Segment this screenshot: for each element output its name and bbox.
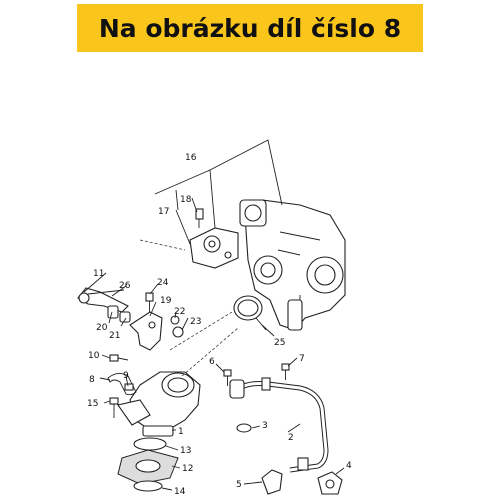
callout-10: 10 — [88, 351, 100, 361]
bracket-19 — [129, 311, 163, 351]
screw-6 — [223, 369, 232, 386]
callout-9: 9 — [123, 371, 129, 381]
callout-24: 24 — [157, 278, 169, 288]
gasket-13 — [133, 437, 167, 451]
callout-5: 5 — [236, 480, 242, 490]
callout-15: 15 — [87, 399, 98, 409]
oring-3 — [236, 423, 252, 433]
screw-10 — [109, 354, 129, 362]
screw-7 — [281, 363, 290, 380]
callout-23: 23 — [190, 317, 201, 327]
callout-11: 11 — [93, 269, 104, 279]
title-banner: Na obrázku díl číslo 8 — [77, 4, 423, 52]
banner-title: Na obrázku díl číslo 8 — [98, 13, 402, 43]
bracket-plate — [189, 227, 239, 269]
callout-21: 21 — [109, 331, 120, 341]
insulator-12 — [117, 449, 179, 485]
callout-26: 26 — [119, 281, 131, 291]
callout-labels: 16 18 17 11 26 24 19 20 21 22 23 25 10 6… — [87, 153, 352, 497]
callout-4: 4 — [346, 461, 352, 471]
bolt-15 — [109, 397, 119, 418]
callout-17: 17 — [158, 207, 169, 217]
callout-6: 6 — [209, 357, 215, 367]
callout-22: 22 — [174, 307, 185, 317]
nut-22-23 — [170, 315, 184, 338]
callout-13: 13 — [180, 446, 191, 456]
throttle-linkage — [77, 287, 131, 323]
callout-12: 12 — [182, 464, 193, 474]
callout-1: 1 — [178, 427, 184, 437]
throttle-body — [239, 199, 346, 331]
callout-14: 14 — [174, 487, 186, 497]
clamp-5 — [261, 469, 283, 495]
callout-2: 2 — [288, 433, 294, 443]
oring-25 — [233, 295, 267, 331]
screw-18 — [195, 208, 204, 228]
intake-manifold — [117, 371, 201, 437]
clamp-4 — [317, 471, 343, 495]
callout-18: 18 — [180, 195, 192, 205]
callout-3: 3 — [262, 421, 268, 431]
callout-20: 20 — [96, 323, 108, 333]
leader-lines — [83, 139, 345, 491]
hose-8 — [107, 373, 137, 396]
callout-8: 8 — [89, 375, 95, 385]
oring-14 — [133, 480, 163, 492]
hose-assembly-2 — [229, 377, 329, 473]
callout-19: 19 — [160, 296, 172, 306]
callout-16: 16 — [185, 153, 197, 163]
callout-7: 7 — [299, 354, 305, 364]
callout-25: 25 — [274, 338, 285, 348]
